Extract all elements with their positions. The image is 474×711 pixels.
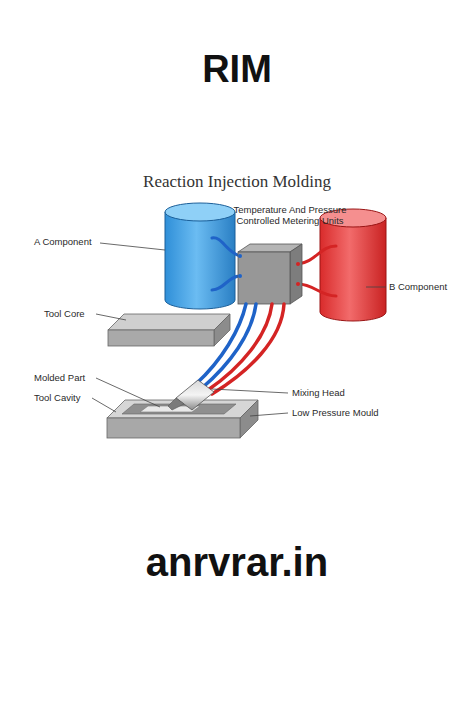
mixing-head [168,380,214,410]
tool-cavity [107,400,258,438]
site-caption: anrvrar.in [0,540,474,585]
diagram-panel [30,160,446,450]
callout-label: B Component [389,281,447,292]
tool-core [108,314,230,346]
callout-label: Temperature And Pressure Controlled Mete… [228,204,352,226]
a-component-tank [165,203,235,309]
callout-label: Molded Part [34,372,85,383]
metering-unit [238,244,302,304]
callout-label: Mixing Head [292,387,345,398]
callout-label: Low Pressure Mould [292,407,379,418]
leader-lines [92,243,386,416]
page-heading: RIM [0,48,474,91]
diagram-title: Reaction Injection Molding [143,172,331,192]
callout-label: Tool Cavity [34,392,80,403]
supply-pipes [196,304,284,394]
callout-label: A Component [34,236,92,247]
callout-label: Tool Core [44,308,85,319]
